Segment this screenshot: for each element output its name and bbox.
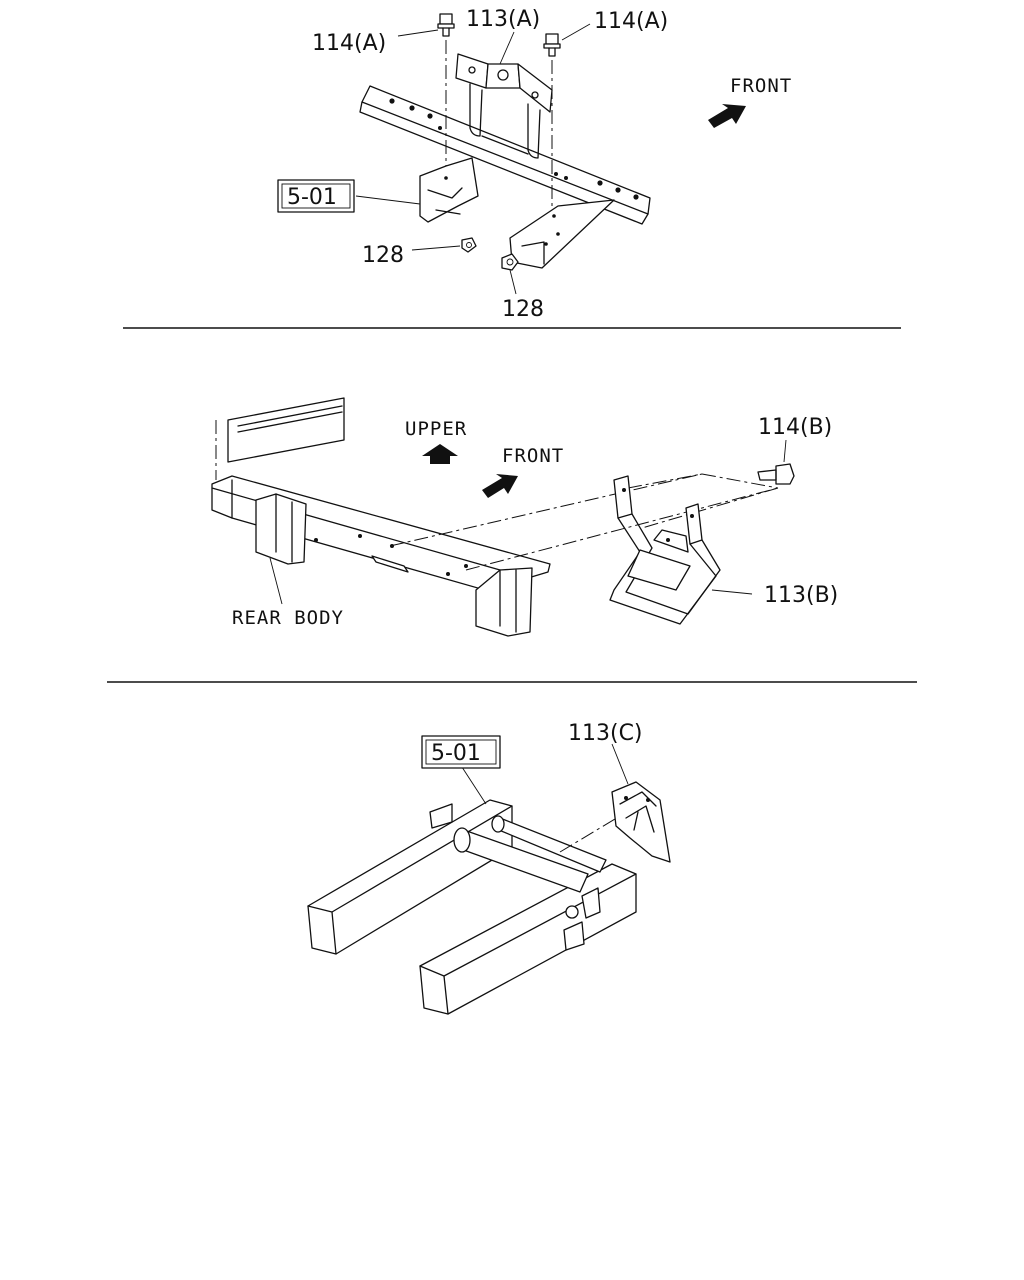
label-ref-5-01-bottom: 5-01 bbox=[431, 741, 481, 766]
section-middle bbox=[211, 397, 795, 637]
upper-arrow-icon bbox=[422, 444, 458, 464]
nut-128-left bbox=[461, 237, 477, 253]
label-128-left: 128 bbox=[362, 243, 404, 268]
bolt-114b bbox=[757, 463, 795, 485]
ref-box-5-01-bottom bbox=[421, 735, 501, 769]
label-front-middle: FRONT bbox=[502, 445, 564, 467]
label-rear-body: REAR BODY bbox=[232, 607, 344, 629]
nut-128-bottom bbox=[501, 253, 519, 271]
rear-body-frame bbox=[211, 397, 551, 637]
front-arrow-icon-middle bbox=[482, 474, 518, 498]
label-front-top: FRONT bbox=[730, 75, 792, 97]
section-top bbox=[277, 13, 746, 295]
label-114a-right: 114(A) bbox=[594, 9, 668, 34]
bracket-113b bbox=[609, 475, 721, 625]
bracket-113c bbox=[611, 781, 671, 863]
frame-channel-right bbox=[509, 199, 615, 269]
label-113c: 113(C) bbox=[568, 721, 643, 746]
front-arrow-icon-top bbox=[708, 104, 746, 128]
section-bottom bbox=[307, 735, 671, 1015]
frame-channel-left bbox=[419, 157, 479, 223]
cross-member-rail bbox=[359, 85, 651, 225]
bolt-114a-left bbox=[437, 13, 455, 37]
ref-box-5-01-top bbox=[277, 179, 355, 213]
label-113b: 113(B) bbox=[764, 583, 838, 608]
label-upper: UPPER bbox=[405, 418, 467, 440]
label-ref-5-01-top: 5-01 bbox=[287, 185, 337, 210]
chassis-frame bbox=[307, 799, 637, 1015]
bolt-114a-right bbox=[543, 33, 561, 57]
label-113a: 113(A) bbox=[466, 7, 540, 32]
bracket-113a bbox=[455, 53, 553, 159]
label-114b: 114(B) bbox=[758, 415, 832, 440]
label-114a-left: 114(A) bbox=[312, 31, 386, 56]
label-128-bottom: 128 bbox=[502, 297, 544, 322]
